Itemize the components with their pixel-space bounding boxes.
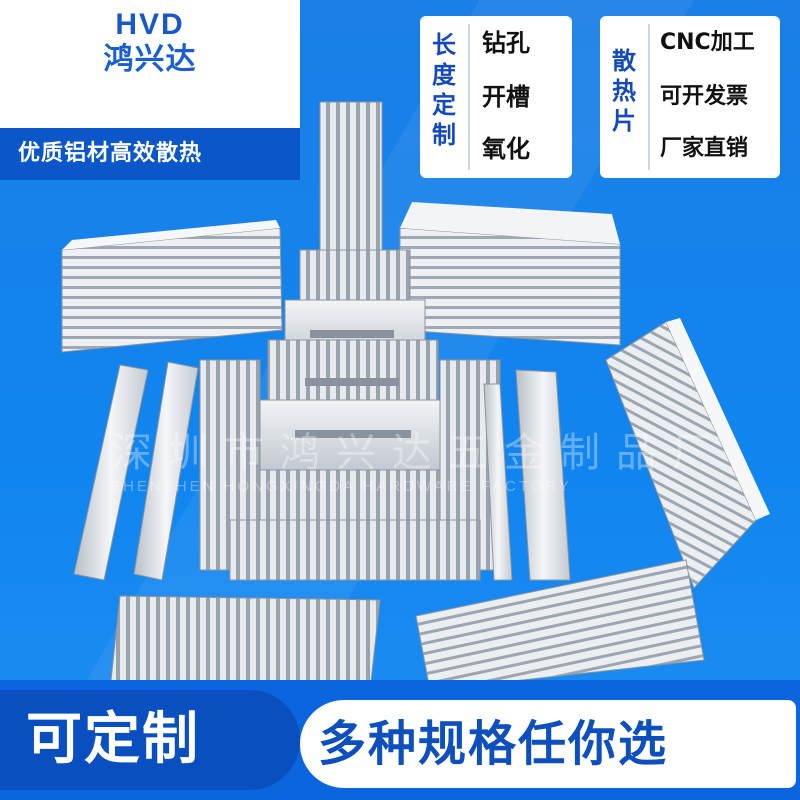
vertical-label-length-custom: 长 度 定 制 <box>428 30 460 150</box>
heatsink-center-stack <box>199 101 501 581</box>
vertical-char: 定 <box>432 91 456 119</box>
footer-left-pill <box>0 690 300 790</box>
heatsink-left-block <box>61 220 283 353</box>
slogan-banner: 优质铝材高效散热 <box>0 128 300 180</box>
vertical-char: 热 <box>612 77 636 105</box>
vertical-char: 散 <box>612 47 636 75</box>
feature-cnc: CNC加工 <box>660 30 755 55</box>
brand-name: 鸿兴达 <box>103 42 197 77</box>
customizable-label: 可定制 <box>26 707 200 772</box>
heatsink-right-block <box>399 202 621 346</box>
vertical-label-heatsink: 散 热 片 <box>608 46 640 136</box>
features-badge <box>600 16 780 178</box>
badge-divider <box>468 24 470 170</box>
footer-right-pill <box>300 700 796 788</box>
brand-mark: HVD <box>115 8 185 41</box>
vertical-char: 片 <box>612 107 636 135</box>
service-oxidation: 氧化 <box>482 135 530 163</box>
feature-direct-sales: 厂家直销 <box>660 136 749 161</box>
badge-divider <box>648 24 650 170</box>
vertical-char: 度 <box>432 61 456 89</box>
watermark-chinese: 深圳市鸿兴达五金制品厂 <box>112 430 728 476</box>
variety-label: 多种规格任你选 <box>318 716 669 772</box>
heatsink-right-large <box>605 318 770 589</box>
service-drilling: 钻孔 <box>482 29 530 57</box>
feature-invoice: 可开发票 <box>660 84 749 109</box>
services-badge <box>420 16 572 178</box>
heatsink-right-bars <box>483 369 571 581</box>
heatsink-bottom-left <box>109 595 381 691</box>
vertical-char: 长 <box>432 31 456 59</box>
vertical-char: 制 <box>432 121 456 149</box>
service-slotting: 开槽 <box>482 83 530 111</box>
heatsink-left-bars <box>73 361 199 581</box>
watermark-english: SHENZHEN HONGXINGDA HARDWARE FACTORY <box>110 478 572 495</box>
heatsink-bottom-right <box>415 559 705 691</box>
brand-logo: HVD 鸿兴达 <box>90 8 210 78</box>
